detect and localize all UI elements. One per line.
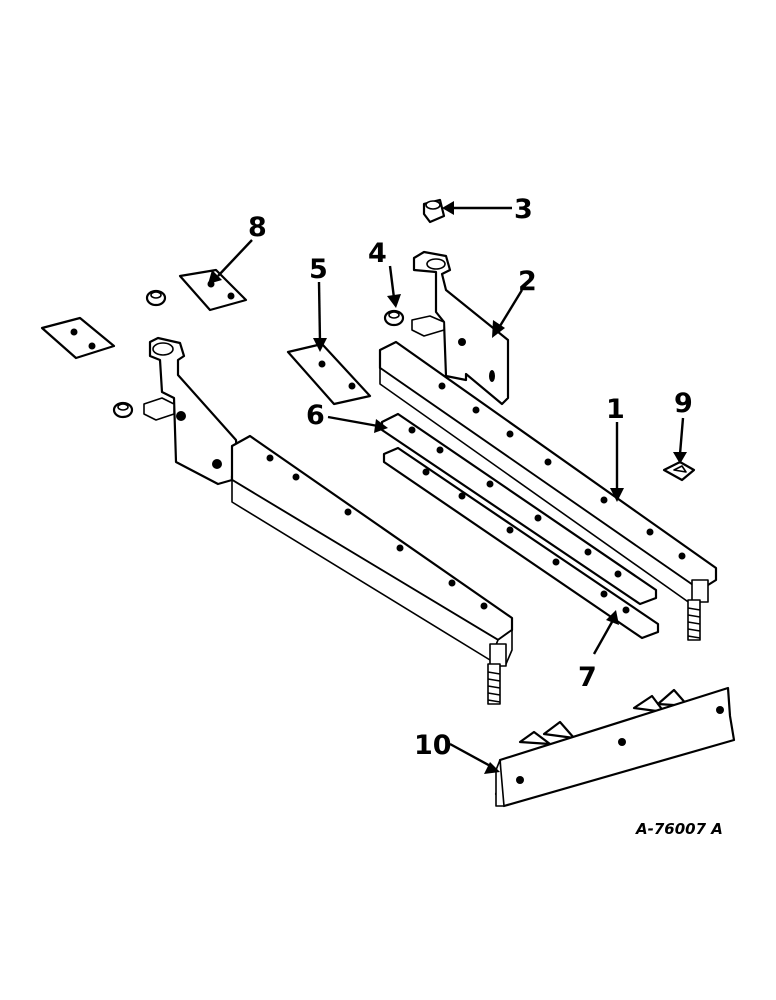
drawing-id: A-76007 A (635, 820, 723, 838)
callout-labels: 1 2 3 4 5 6 7 8 9 10 (248, 194, 693, 761)
bar-part-1 (378, 340, 718, 641)
strip-part-7 (382, 446, 660, 640)
left-shoe-assembly (143, 336, 514, 705)
callout-6: 6 (306, 400, 325, 431)
leader-lines (208, 201, 687, 774)
callout-1: 1 (606, 394, 625, 425)
callout-8: 8 (248, 212, 267, 243)
callout-5: 5 (309, 254, 328, 285)
plate-part-5 (286, 342, 372, 406)
bracket-part-2 (411, 250, 510, 406)
callout-7: 7 (578, 662, 597, 693)
knife-bar-part-10 (494, 686, 736, 808)
callout-4: 4 (368, 238, 387, 269)
nut-part-4 (383, 309, 405, 327)
left-plate (40, 316, 116, 360)
callout-10: 10 (414, 730, 452, 761)
callout-9: 9 (674, 388, 693, 419)
left-nut-upper (145, 289, 167, 307)
callout-2: 2 (518, 266, 537, 297)
nut-part-3 (422, 198, 446, 224)
clip-part-9 (662, 460, 696, 482)
right-stud (687, 599, 701, 641)
callout-3: 3 (514, 194, 533, 225)
left-nut-lower (112, 401, 134, 419)
left-stud (487, 663, 501, 705)
